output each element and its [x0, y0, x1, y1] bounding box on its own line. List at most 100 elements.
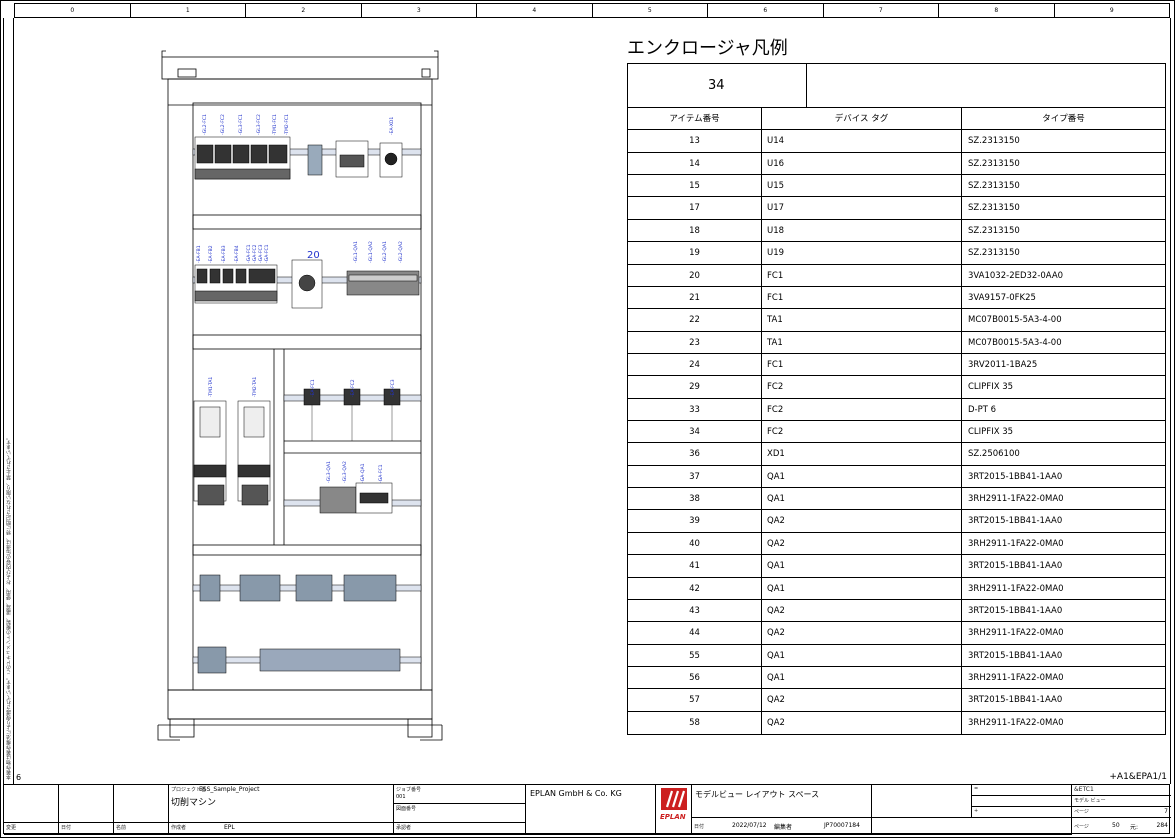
item-number-cell: 42: [628, 577, 762, 599]
code-value: &ETC1: [1074, 786, 1094, 793]
device-tag-cell: FC1: [762, 286, 962, 309]
date2-label: 日付: [694, 824, 705, 830]
type-number-cell: 3RH2911-1FA22-0MA0: [968, 494, 1064, 505]
ruler-column: 2: [246, 4, 362, 17]
device-tag-label: -EA-FB4: [234, 245, 240, 263]
tb-author: 作成者 EPL: [169, 823, 394, 835]
company-name: EPLAN GmbH & Co. KG: [530, 789, 622, 798]
device-tag-label: -GA-FC3: [258, 244, 264, 263]
type-number-cell: SZ.2313150: [968, 181, 1020, 192]
device-tag-cell: QA2: [762, 689, 962, 711]
item-number-cell: 44: [628, 622, 762, 644]
page2-value: 50: [1112, 822, 1120, 829]
tb-name: 名前: [114, 823, 169, 835]
job-value: 001: [396, 794, 406, 800]
item-number-cell: 21: [628, 286, 762, 309]
project-value: ESS_Sample_Project: [199, 786, 260, 793]
legend-title: エンクロージャ凡例: [627, 38, 788, 59]
type-number-cell: SZ.2506100: [968, 449, 1020, 460]
author-label: 作成者: [171, 825, 187, 831]
device-tag-cell: QA2: [762, 599, 962, 622]
device-tag-label: -GL2-FC2: [220, 114, 226, 135]
device-tag-label: -EA-FC1: [310, 379, 316, 397]
device-tag-cell: QA1: [762, 488, 962, 510]
machine-value: 切削マシン: [171, 798, 217, 808]
author-value: EPL: [224, 824, 235, 831]
tb-page: ページ 7: [1072, 807, 1171, 818]
page-reference: +A1&EPA1/1: [1109, 772, 1167, 782]
device-tag-cell: QA1: [762, 577, 962, 599]
type-number-cell: 3RH2911-1FA22-0MA0: [968, 717, 1064, 728]
device-tag-cell: QA2: [762, 622, 962, 644]
item-number-cell: 38: [628, 488, 762, 510]
item-number-cell: 34: [628, 421, 762, 443]
tb-change: 変更: [4, 823, 59, 835]
date-label: 日付: [61, 825, 72, 831]
device-tag-cell: FC2: [762, 376, 962, 398]
item-number-cell: 18: [628, 219, 762, 242]
device-tag-label: -GL1-QA2: [368, 241, 374, 263]
device-tag-label: -GL3-FC1: [238, 114, 244, 135]
header-type-number: タイプ番号: [1042, 114, 1085, 124]
tb-page-total: ページ 50 元: 284: [1072, 818, 1171, 835]
type-number-cell: 3RH2911-1FA22-0MA0: [968, 583, 1064, 594]
type-number-cell: CLIPFIX 35: [968, 427, 1014, 438]
device-tag-cell: U14: [762, 130, 962, 152]
device-tag-cell: QA1: [762, 644, 962, 666]
logo-text: EPLAN: [660, 813, 686, 821]
tb-job: ジョブ番号 001: [394, 785, 526, 804]
type-number-cell: 3VA9157-0FK25: [968, 292, 1036, 303]
ruler-column: 9: [1109, 7, 1114, 14]
ruler-column: 1: [131, 4, 246, 17]
tb-date: 日付: [59, 823, 114, 835]
plus-sign: +: [974, 808, 979, 814]
type-number-cell: SZ.2313150: [968, 225, 1020, 236]
device-tag-cell: QA1: [762, 555, 962, 577]
item-number-cell: 20: [628, 264, 762, 286]
item-number-cell: 24: [628, 353, 762, 376]
device-tag-label: -GL2-QA1: [382, 241, 388, 263]
editor-value: JP70007184: [824, 822, 860, 829]
tb-blank-3: [114, 785, 169, 823]
item-number-cell: 58: [628, 711, 762, 735]
device-tag-label: -EA-XD1: [389, 117, 395, 135]
ruler-column: 6: [708, 4, 824, 17]
device-tag-cell: U17: [762, 197, 962, 219]
item-number-cell: 41: [628, 555, 762, 577]
device-tag-cell: FC1: [762, 264, 962, 286]
device-tag-cell: FC2: [762, 398, 962, 421]
device-tag-cell: TA1: [762, 331, 962, 353]
item-number-cell: 17: [628, 197, 762, 219]
device-tag-label: -GL3-QA1: [326, 461, 332, 483]
device-tag-label: -GL3-FC2: [256, 114, 262, 135]
tb-blank-2: [59, 785, 114, 823]
device-tag-label: -EA-FB2: [208, 245, 214, 263]
project-label: プロジェクト名: [171, 787, 207, 793]
item-number-cell: 57: [628, 689, 762, 711]
tb-blank-low: [872, 818, 1072, 835]
device-tag-cell: QA2: [762, 711, 962, 735]
editor-label: 編集者: [774, 824, 793, 831]
tb-eq-blank: [972, 796, 1072, 807]
tb-sheet-title: モデルビュー レイアウト スペース: [692, 785, 872, 818]
tb-plus: +: [972, 807, 1072, 818]
legend-header: 34: [628, 64, 1165, 108]
tb-code-sub: モデル ビュー: [1072, 796, 1171, 807]
ruler-column: 5: [593, 4, 708, 17]
device-tag-label: -GA-FC1: [246, 244, 252, 263]
code-sub: モデル ビュー: [1074, 798, 1106, 804]
